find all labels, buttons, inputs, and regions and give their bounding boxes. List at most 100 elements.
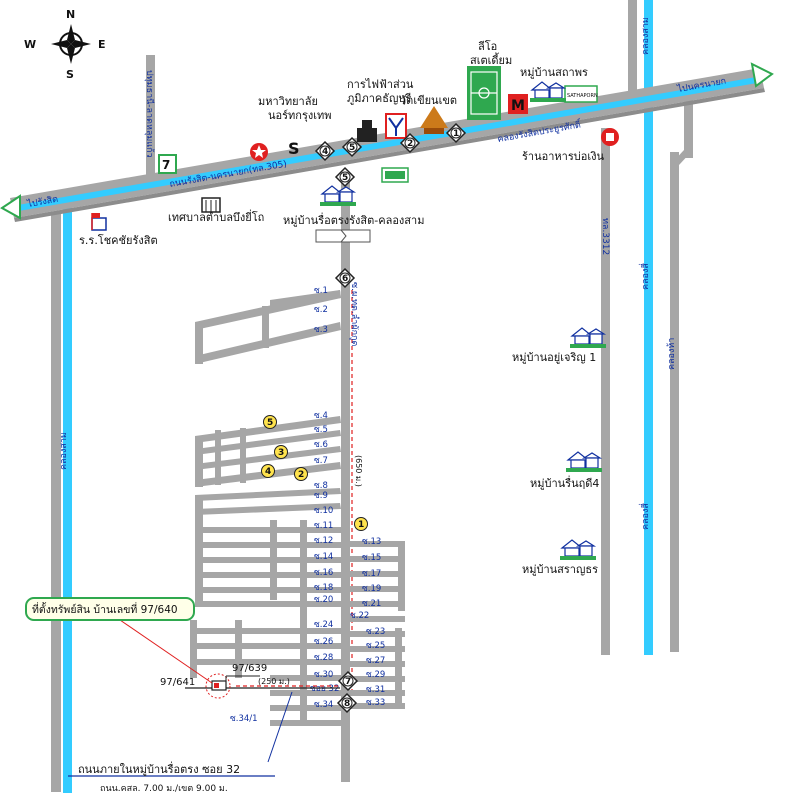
route-marker-2: 2 <box>399 132 421 154</box>
road-pathum-vertical <box>146 55 155 177</box>
label-village-sathaporn: หมู่บ้านสถาพร <box>520 66 588 79</box>
soi-label-right: ซ.22 <box>350 611 369 621</box>
yellow-marker-1: 1 <box>354 517 368 531</box>
svg-text:6: 6 <box>342 274 348 284</box>
property-marker <box>214 683 219 688</box>
route-marker-7: 7 <box>337 670 359 692</box>
soi-label-left: ซ.8 <box>314 481 328 491</box>
label-road-ref: ทล.3312 <box>600 218 610 255</box>
village-sign-rueaytrong <box>381 167 409 183</box>
label-village-yuchaoen: หมู่บ้านอยู่เจริญ 1 <box>512 351 596 364</box>
svg-text:M: M <box>511 98 525 114</box>
callout-pointer-property <box>119 619 213 684</box>
svg-text:2: 2 <box>407 139 413 149</box>
soi-label-right: ซ.23 <box>366 627 385 637</box>
arrow-to-rangsit <box>0 194 21 220</box>
soi-label-left: ซ.26 <box>314 637 333 647</box>
callout-property-box <box>25 597 195 621</box>
soi-road-right <box>350 541 405 547</box>
soi-road-left <box>195 527 341 533</box>
compass-s: S <box>66 68 74 81</box>
soi-label-right: ซ.29 <box>366 670 385 680</box>
soi-road-left <box>195 572 341 578</box>
label-pathumthani-road: ปทุมธานี-ลาดหลุมแก้ว <box>144 70 155 158</box>
house-icon-rueaytrong <box>320 185 357 206</box>
soi-label-right: ซ.31 <box>366 685 385 695</box>
soi-label-right: ซ.17 <box>362 569 381 579</box>
yellow-marker-2: 2 <box>294 467 308 481</box>
soi-grid-lower <box>190 498 341 726</box>
svg-text:5: 5 <box>267 418 273 428</box>
road-far-right <box>670 152 679 652</box>
sign-small-text: SATHAPORN <box>567 93 598 99</box>
soi-road-right <box>350 586 405 592</box>
bridge <box>315 229 371 243</box>
house-icon-yuchaoen <box>570 327 607 348</box>
callout-pointer-lane <box>267 691 293 763</box>
soi-road-right <box>350 676 405 682</box>
soi-label-left: ซ.18 <box>314 583 333 593</box>
soi-label-left: ซ.11 <box>314 521 333 531</box>
property-circle <box>205 673 231 699</box>
label-97-639: 97/639 <box>232 663 267 674</box>
soi-label-left: ซ.12 <box>314 536 333 546</box>
label-to-rangsit: ไปรังสิต <box>26 194 59 210</box>
soi-label-right: ซ.21 <box>362 599 381 609</box>
yellow-marker-4: 4 <box>261 464 275 478</box>
road-right-top <box>628 0 637 95</box>
temple-icon <box>420 106 448 134</box>
village-sign-sathaporn: SATHAPORN <box>564 85 598 103</box>
label-97-641: 97/641 <box>160 677 195 688</box>
label-khlong-sam-left: คลองสาม <box>59 432 69 470</box>
road-village-main <box>341 182 350 782</box>
soi-label-left: ซ.2 <box>314 305 328 315</box>
house-icon-sathaporn <box>530 81 567 102</box>
soi-road-right <box>350 646 405 652</box>
label-university: มหาวิทยาลัยนอร์ทกรุงเทพ <box>258 95 332 122</box>
label-khlong-sam-top: คลองสาม <box>641 17 651 55</box>
arrow-to-nakhon-nayok <box>750 62 774 88</box>
soi-label-right: ซ.33 <box>366 698 385 708</box>
stadium-icon <box>467 66 501 120</box>
label-village-saranyoo: หมู่บ้านสราญธร <box>522 563 598 576</box>
route-marker-4: 4 <box>314 140 336 162</box>
svg-text:1: 1 <box>453 129 459 139</box>
label-khlong-si: คลองสี่ <box>638 263 651 290</box>
svg-text:8: 8 <box>344 699 350 709</box>
svg-text:4: 4 <box>322 147 328 157</box>
label-temple: วัดเขียนเขต <box>400 94 457 107</box>
compass-rose: N S W E <box>24 8 106 81</box>
school-icon <box>91 213 107 231</box>
route-marker-1: 1 <box>445 122 467 144</box>
canal-khlong-sam-top <box>647 0 653 100</box>
callout-property-text: ที่ตั้งทรัพย์สิน บ้านเลขที่ 97/640 <box>32 602 178 616</box>
label-soi-road: ซ.ผ.ทต.ลำผักกูด <box>349 282 360 346</box>
road-left-vertical <box>51 212 61 792</box>
soi-grid-right <box>350 541 405 709</box>
label-school: ร.ร.โชคชัยรังสิต <box>79 233 158 247</box>
soi-label-left: ซ.16 <box>314 568 333 578</box>
canal-khlong-si <box>644 0 653 655</box>
soi-road-right <box>350 571 405 577</box>
route-marker-5: 5 <box>341 136 363 158</box>
soi-road-right <box>350 601 405 607</box>
soi-road-right <box>350 661 405 667</box>
soi-road-left <box>195 601 341 607</box>
soi-road-right <box>350 616 405 622</box>
soi-road-left <box>190 643 341 649</box>
compass-w: W <box>24 38 36 51</box>
soi-road-left <box>195 542 341 548</box>
svg-text:5: 5 <box>349 143 355 153</box>
house-icon-ruenrudee <box>566 451 603 472</box>
svg-text:4: 4 <box>265 467 271 477</box>
canal-khlong-sam-left <box>63 208 72 793</box>
soi-label-left: ซ.7 <box>314 456 328 466</box>
soi-label-left: ซ.14 <box>314 552 333 562</box>
yellow-marker-3: 3 <box>274 445 288 459</box>
soi-label-left: ซ.6 <box>314 440 328 450</box>
svg-text:1: 1 <box>358 520 364 530</box>
label-village-ruenrudee: หมู่บ้านรื่นฤดี4 <box>530 475 599 490</box>
svg-text:3: 3 <box>278 448 284 458</box>
